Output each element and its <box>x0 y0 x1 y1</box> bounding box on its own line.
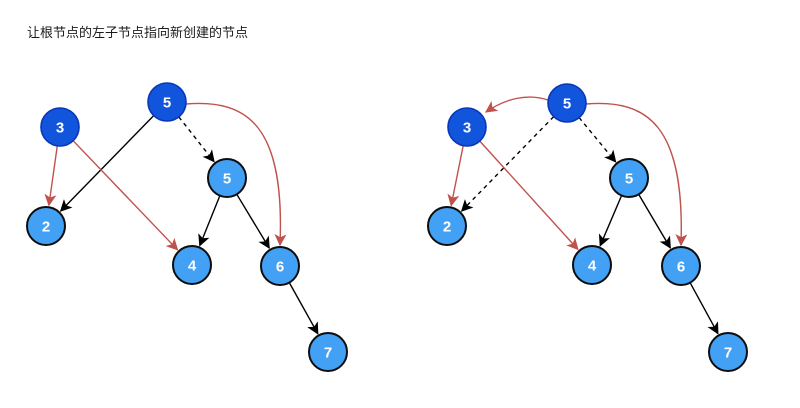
tree-before-node-n3: 3 <box>40 107 80 147</box>
tree-node-label: 6 <box>276 259 284 276</box>
tree-node-circle <box>572 245 612 285</box>
tree-before-edge-new5-to-n4 <box>198 195 221 247</box>
tree-node-label: 3 <box>56 120 64 137</box>
tree-after-edge-new5-to-n4 <box>598 195 623 247</box>
tree-node-label: 5 <box>563 96 571 113</box>
tree-after-node-n4: 4 <box>572 245 612 285</box>
tree-node-circle <box>609 158 649 198</box>
tree-node-circle <box>427 206 467 246</box>
tree-after-node-root5: 5 <box>547 83 587 123</box>
tree-before-edge-new5-to-n6 <box>236 193 270 250</box>
tree-before-node-n2: 2 <box>26 206 66 246</box>
tree-before-edge-root5-to-n6 <box>185 102 287 247</box>
tree-node-label: 5 <box>625 171 633 188</box>
tree-node-circle <box>661 246 701 286</box>
tree-after-node-n3: 3 <box>447 107 487 147</box>
tree-node-label: 5 <box>223 171 231 188</box>
tree-before-node-n7: 7 <box>308 332 348 372</box>
tree-node-circle <box>708 332 748 372</box>
tree-before-edge-root5-to-n2 <box>59 115 155 212</box>
tree-after-edge-n3-to-n4 <box>479 140 579 251</box>
tree-node-label: 2 <box>443 219 451 236</box>
tree-before-node-new5: 5 <box>207 158 247 198</box>
tree-node-circle <box>40 107 80 147</box>
tree-node-circle <box>26 206 66 246</box>
tree-after-edge-n6-to-n7 <box>689 282 719 335</box>
tree-after-node-n7: 7 <box>708 332 748 372</box>
tree-after-edge-n3-to-n2 <box>447 145 464 207</box>
tree-after-edge-root5-to-n3 <box>485 96 549 113</box>
tree-node-label: 7 <box>724 345 732 362</box>
tree-node-label: 7 <box>324 345 332 362</box>
tree-after-edge-root5-to-n2 <box>460 116 555 212</box>
tree-node-circle <box>147 82 187 122</box>
tree-before-node-n4: 4 <box>172 245 212 285</box>
tree-node-label: 6 <box>677 259 685 276</box>
tree-node-label: 5 <box>163 95 171 112</box>
tree-after-edge-root5-to-new5 <box>578 117 617 163</box>
tree-before-node-root5: 5 <box>147 82 187 122</box>
tree-node-circle <box>308 332 348 372</box>
tree-after-edge-root5-to-n6 <box>585 102 688 247</box>
tree-before-edge-n3-to-n2 <box>44 145 58 207</box>
tree-after-node-n2: 2 <box>427 206 467 246</box>
diagram-title: 让根节点的左子节点指向新创建的节点 <box>27 25 249 40</box>
tree-node-circle <box>547 83 587 123</box>
tree-before-edge-n3-to-n4 <box>72 140 179 251</box>
tree-node-label: 4 <box>588 258 597 275</box>
tree-before-edge-root5-to-new5 <box>178 116 215 163</box>
tree-before: 5 3 5 2 4 6 7 <box>26 82 348 372</box>
tree-node-circle <box>172 245 212 285</box>
tree-node-circle <box>260 246 300 286</box>
tree-node-label: 3 <box>463 120 471 137</box>
tree-node-circle <box>207 158 247 198</box>
tree-node-label: 4 <box>188 258 197 275</box>
tree-node-label: 2 <box>42 219 50 236</box>
tree-before-edge-n6-to-n7 <box>288 282 319 335</box>
tree-after-edge-new5-to-n6 <box>638 194 671 249</box>
tree-after-node-n6: 6 <box>661 246 701 286</box>
tree-node-circle <box>447 107 487 147</box>
tree-after-node-new5: 5 <box>609 158 649 198</box>
tree-after: 5 3 5 2 4 6 7 <box>427 83 748 372</box>
tree-before-node-n6: 6 <box>260 246 300 286</box>
